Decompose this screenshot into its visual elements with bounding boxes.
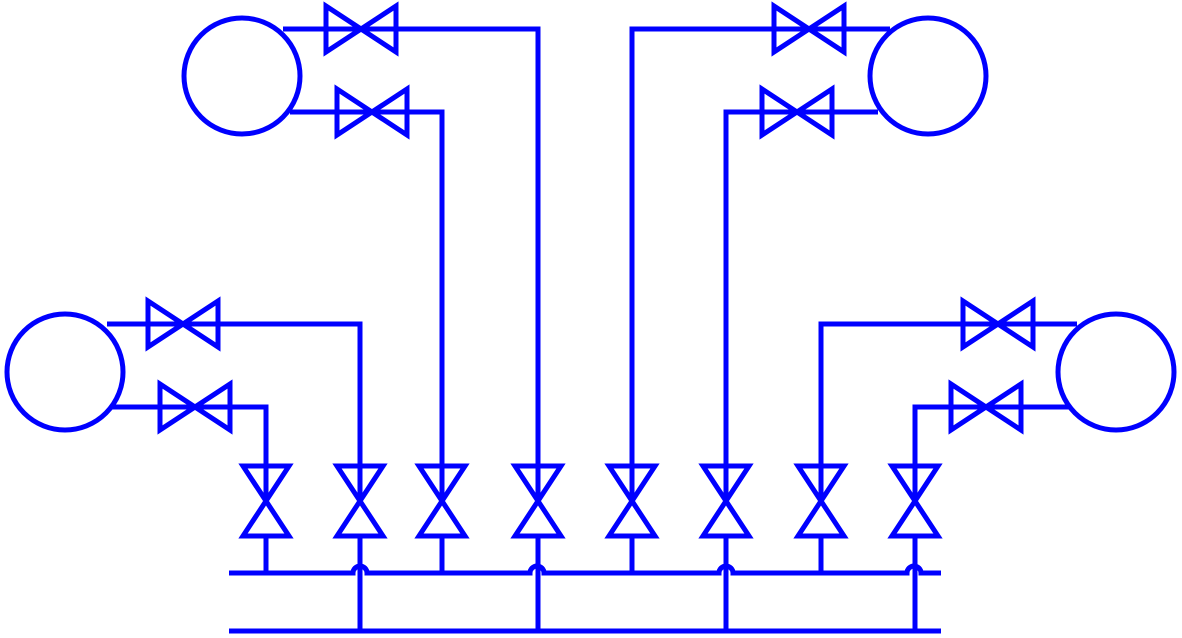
valve-top-right-upper[interactable] [771,1,847,57]
header-valve-7[interactable] [793,463,849,539]
valve-mid-right-lower[interactable] [948,379,1024,435]
valve-group [145,1,1036,539]
valve-top-left-lower[interactable] [334,84,410,140]
header-valve-1[interactable] [238,463,294,539]
header-valve-2[interactable] [332,463,388,539]
bowtie-valve-icon [604,463,660,539]
bowtie-valve-icon [414,463,470,539]
bowtie-valve-icon [510,463,566,539]
bowtie-valve-icon [759,84,835,140]
bowtie-valve-icon [793,463,849,539]
bowtie-valve-icon [157,379,233,435]
circle-vessel-icon [4,311,126,433]
vessel-mid-right[interactable] [1055,311,1177,433]
branch-line [290,109,445,500]
header-valve-6[interactable] [698,463,754,539]
circle-vessel-icon [181,15,303,137]
bowtie-valve-icon [238,463,294,539]
branch-line [112,404,269,500]
bowtie-valve-icon [887,463,943,539]
header-valve-3[interactable] [414,463,470,539]
valve-mid-left-lower[interactable] [157,379,233,435]
header-line-upper [229,563,941,576]
vessel-mid-left[interactable] [4,311,126,433]
branch-line [723,109,878,500]
bowtie-valve-icon [323,1,399,57]
bowtie-valve-icon [960,296,1036,352]
branch-line [818,321,1077,500]
circle-vessel-icon [867,15,989,137]
bowtie-valve-icon [332,463,388,539]
pipe-network [107,26,1077,634]
valve-mid-left-upper[interactable] [145,296,221,352]
vessel-top-left[interactable] [181,15,303,137]
branch-line [107,321,363,500]
header-valve-4[interactable] [510,463,566,539]
circle-vessel-icon [1055,311,1177,433]
bowtie-valve-icon [771,1,847,57]
valve-mid-right-upper[interactable] [960,296,1036,352]
valve-top-right-lower[interactable] [759,84,835,140]
vessel-group [4,15,1177,433]
header-valve-5[interactable] [604,463,660,539]
header-valve-8[interactable] [887,463,943,539]
bowtie-valve-icon [145,296,221,352]
branch-line [283,26,541,500]
branch-line [629,26,890,500]
bowtie-valve-icon [948,379,1024,435]
bowtie-valve-icon [334,84,410,140]
valve-top-left-upper[interactable] [323,1,399,57]
bowtie-valve-icon [698,463,754,539]
vessel-top-right[interactable] [867,15,989,137]
branch-line [912,404,1070,500]
